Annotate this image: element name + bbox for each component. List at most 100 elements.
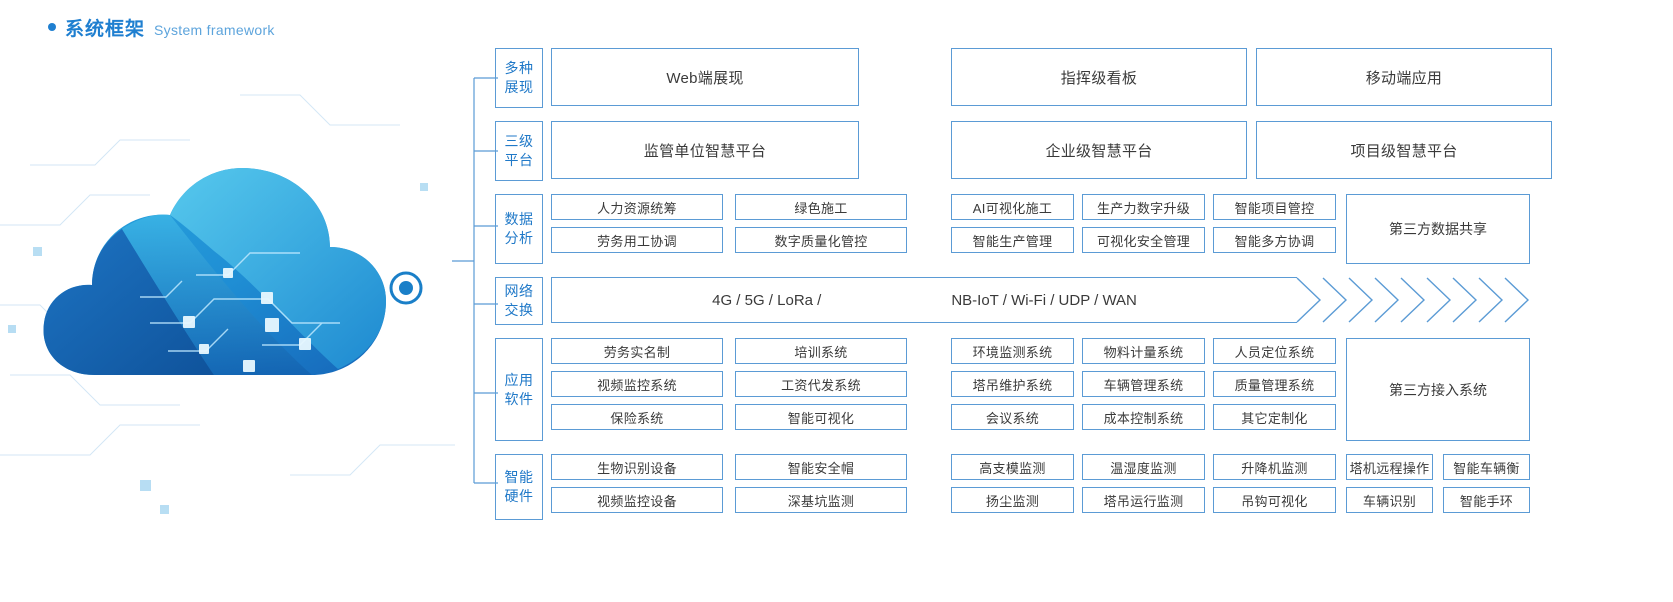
cell-vehicle-management[interactable]: 车辆管理系统	[1082, 371, 1205, 397]
chevron-right-icon	[1452, 277, 1478, 323]
app-software-mid-group: 环境监测系统 物料计量系统 人员定位系统 塔吊维护系统 车辆管理系统 质量管理系…	[951, 338, 1336, 441]
cell-video-surveillance-system[interactable]: 视频监控系统	[551, 371, 723, 397]
grid-line: 保险系统 智能可视化	[551, 404, 907, 430]
cell-deep-pit-monitoring[interactable]: 深基坑监测	[735, 487, 907, 513]
row-label-line2: 硬件	[504, 488, 534, 504]
cell-hoist-monitoring[interactable]: 升降机监测	[1213, 454, 1336, 480]
cell-ai-visual-construction[interactable]: AI可视化施工	[951, 194, 1074, 220]
spacer	[907, 338, 951, 441]
cell-environment-monitoring[interactable]: 环境监测系统	[951, 338, 1074, 364]
cell-crane-operation-monitoring[interactable]: 塔吊运行监测	[1082, 487, 1205, 513]
grid-line: 视频监控系统 工资代发系统	[551, 371, 907, 397]
hardware-right-group: 塔机远程操作 智能车辆衡 车辆识别 智能手环	[1346, 454, 1530, 520]
chevron-right-icon	[1296, 277, 1322, 323]
system-framework-diagram: 多种 展现 Web端展现 指挥级看板 移动端应用 三级 平台 监管单位智慧平台 …	[495, 48, 1552, 530]
grid-line: 车辆识别 智能手环	[1346, 487, 1530, 513]
network-text-right: NB-IoT / Wi-Fi / UDP / WAN	[951, 291, 1137, 309]
cell-training-system[interactable]: 培训系统	[735, 338, 907, 364]
cell-command-dashboard[interactable]: 指挥级看板	[951, 48, 1247, 106]
cell-enterprise-platform[interactable]: 企业级智慧平台	[951, 121, 1247, 179]
row-label-line2: 软件	[504, 390, 534, 407]
cell-labor-coordination[interactable]: 劳务用工协调	[551, 227, 723, 253]
row-label-line2: 分析	[504, 230, 534, 246]
row-label-line1: 三级	[504, 133, 534, 149]
cell-smart-project-control[interactable]: 智能项目管控	[1213, 194, 1336, 220]
page-subtitle: System framework	[154, 22, 275, 38]
cell-quality-management[interactable]: 质量管理系统	[1213, 371, 1336, 397]
app-software-left-group: 劳务实名制 培训系统 视频监控系统 工资代发系统 保险系统 智能可视化	[551, 338, 907, 441]
spacer	[907, 454, 951, 520]
chevron-right-icon	[1400, 277, 1426, 323]
row-label-data-analysis: 数据 分析	[495, 194, 543, 264]
cell-productivity-upgrade[interactable]: 生产力数字升级	[1082, 194, 1205, 220]
cell-material-metering[interactable]: 物料计量系统	[1082, 338, 1205, 364]
cell-smart-weighbridge[interactable]: 智能车辆衡	[1443, 454, 1530, 480]
tree-connector	[452, 48, 498, 516]
cell-project-platform[interactable]: 项目级智慧平台	[1256, 121, 1552, 179]
chevron-right-icon	[1504, 277, 1530, 323]
cell-video-monitor-device[interactable]: 视频监控设备	[551, 487, 723, 513]
cell-smart-visualization[interactable]: 智能可视化	[735, 404, 907, 430]
row-label-line1: 多种	[504, 60, 534, 76]
cell-mobile-app[interactable]: 移动端应用	[1256, 48, 1552, 106]
row-label-line1: 应用	[504, 371, 534, 388]
cloud-illustration	[0, 75, 460, 525]
cell-other-customization[interactable]: 其它定制化	[1213, 404, 1336, 430]
page-header: 系统框架 System framework	[48, 14, 275, 41]
row-label-line1: 智能	[504, 469, 534, 485]
chevron-right-icon	[1322, 277, 1348, 323]
grid-line: 环境监测系统 物料计量系统 人员定位系统	[951, 338, 1336, 364]
cell-third-party-data-sharing[interactable]: 第三方数据共享	[1346, 194, 1530, 264]
data-analysis-mid-group: AI可视化施工 生产力数字升级 智能项目管控 智能生产管理 可视化安全管理 智能…	[951, 194, 1336, 264]
cell-personnel-positioning[interactable]: 人员定位系统	[1213, 338, 1336, 364]
cell-hook-visualization[interactable]: 吊钩可视化	[1213, 487, 1336, 513]
cell-cost-control[interactable]: 成本控制系统	[1082, 404, 1205, 430]
row-label-network-exchange: 网络 交换	[495, 277, 543, 325]
cell-high-formwork-monitoring[interactable]: 高支模监测	[951, 454, 1074, 480]
grid-line: 扬尘监测 塔吊运行监测 吊钩可视化	[951, 487, 1336, 513]
chevron-right-icon	[1478, 277, 1504, 323]
cell-biometric-device[interactable]: 生物识别设备	[551, 454, 723, 480]
network-protocol-bar: 4G / 5G / LoRa / NB-IoT / Wi-Fi / UDP / …	[551, 277, 1297, 323]
row-data-analysis: 数据 分析 人力资源统筹 绿色施工 劳务用工协调 数字质量化管控 AI可视化施工…	[495, 194, 1530, 264]
page-title: 系统框架	[65, 19, 146, 40]
cell-smart-wristband[interactable]: 智能手环	[1443, 487, 1530, 513]
cell-green-construction[interactable]: 绿色施工	[735, 194, 907, 220]
cell-crane-maintenance[interactable]: 塔吊维护系统	[951, 371, 1074, 397]
cell-crane-remote-operation[interactable]: 塔机远程操作	[1346, 454, 1433, 480]
cell-smart-helmet[interactable]: 智能安全帽	[735, 454, 907, 480]
grid-line: 生物识别设备 智能安全帽	[551, 454, 907, 480]
row-network-exchange: 网络 交换 4G / 5G / LoRa / NB-IoT / Wi-Fi / …	[495, 277, 1530, 325]
cell-smart-multiparty[interactable]: 智能多方协调	[1213, 227, 1336, 253]
cell-vehicle-recognition[interactable]: 车辆识别	[1346, 487, 1433, 513]
cell-labor-realname[interactable]: 劳务实名制	[551, 338, 723, 364]
grid-line: 智能生产管理 可视化安全管理 智能多方协调	[951, 227, 1336, 253]
cell-visual-safety-mgmt[interactable]: 可视化安全管理	[1082, 227, 1205, 253]
row-label-line2: 交换	[504, 302, 534, 318]
grid-line: 会议系统 成本控制系统 其它定制化	[951, 404, 1336, 430]
row-label-smart-hardware: 智能 硬件	[495, 454, 543, 520]
row-label-line1: 网络	[504, 283, 534, 299]
cell-web-display[interactable]: Web端展现	[551, 48, 859, 106]
cell-hr-coordination[interactable]: 人力资源统筹	[551, 194, 723, 220]
chevron-flow-icons	[1296, 277, 1530, 323]
cell-smart-production-mgmt[interactable]: 智能生产管理	[951, 227, 1074, 253]
row-presentation: 多种 展现 Web端展现 指挥级看板 移动端应用	[495, 48, 1552, 108]
chevron-right-icon	[1374, 277, 1400, 323]
cell-third-party-access-system[interactable]: 第三方接入系统	[1346, 338, 1530, 441]
cell-temp-humidity-monitoring[interactable]: 温湿度监测	[1082, 454, 1205, 480]
cell-payroll-system[interactable]: 工资代发系统	[735, 371, 907, 397]
network-text-left: 4G / 5G / LoRa /	[712, 291, 822, 309]
cell-insurance-system[interactable]: 保险系统	[551, 404, 723, 430]
cell-dust-monitoring[interactable]: 扬尘监测	[951, 487, 1074, 513]
row-label-application-software: 应用 软件	[495, 338, 543, 441]
grid-line: 人力资源统筹 绿色施工	[551, 194, 907, 220]
grid-line: 劳务实名制 培训系统	[551, 338, 907, 364]
cell-digital-quality[interactable]: 数字质量化管控	[735, 227, 907, 253]
cell-regulator-platform[interactable]: 监管单位智慧平台	[551, 121, 859, 179]
grid-line: 塔吊维护系统 车辆管理系统 质量管理系统	[951, 371, 1336, 397]
row-smart-hardware: 智能 硬件 生物识别设备 智能安全帽 视频监控设备 深基坑监测 高支模监测 温湿…	[495, 454, 1530, 520]
cell-meeting-system[interactable]: 会议系统	[951, 404, 1074, 430]
hardware-left-group: 生物识别设备 智能安全帽 视频监控设备 深基坑监测	[551, 454, 907, 520]
row-label-line2: 展现	[504, 79, 534, 95]
